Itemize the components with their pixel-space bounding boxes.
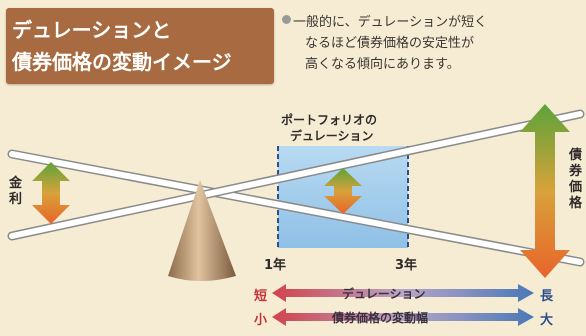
bond-price-label: 債券価格 [568, 148, 582, 211]
portfolio-label-line-1: ポートフォリオの [281, 113, 378, 127]
tick-1-label: 1年 [264, 258, 287, 273]
legend-arrow-duration-icon [272, 284, 534, 302]
legend-short-label: 短 [254, 289, 268, 304]
bond-price-double-arrow-icon [520, 104, 570, 278]
explanatory-note: 一般的に、デュレーションが短く なるほど債券価格の安定性が 高くなる傾向にありま… [282, 12, 581, 75]
portfolio-double-arrow-icon [324, 168, 362, 214]
fulcrum-cone [168, 180, 236, 281]
tick-3-label: 3年 [395, 258, 418, 273]
legend-large-label: 大 [540, 313, 554, 328]
note-line-1: 一般的に、デュレーションが短く [293, 15, 488, 30]
title-box: デュレーションと 債券価格の変動イメージ [6, 8, 274, 84]
legend-arrow-volatility-icon [272, 308, 534, 326]
legend-long-label: 長 [540, 289, 554, 304]
title-line-1: デュレーションと [12, 18, 172, 42]
portfolio-label-line-2: デュレーション [290, 129, 374, 143]
rate-label: 金利 [8, 176, 22, 207]
legend-duration-text: デュレーション [342, 287, 426, 301]
bullet-icon [282, 15, 291, 24]
rate-line [7, 149, 585, 267]
legend-volatility-text: 債券価格の変動幅 [332, 311, 429, 325]
note-line-3: 高くなる傾向にあります。 [305, 57, 460, 72]
bond-price-line [7, 109, 585, 241]
title-line-2: 債券価格の変動イメージ [12, 50, 232, 74]
legend-small-label: 小 [254, 313, 268, 328]
rate-double-arrow-icon [32, 162, 70, 224]
note-line-2: なるほど債券価格の安定性が [305, 36, 475, 51]
